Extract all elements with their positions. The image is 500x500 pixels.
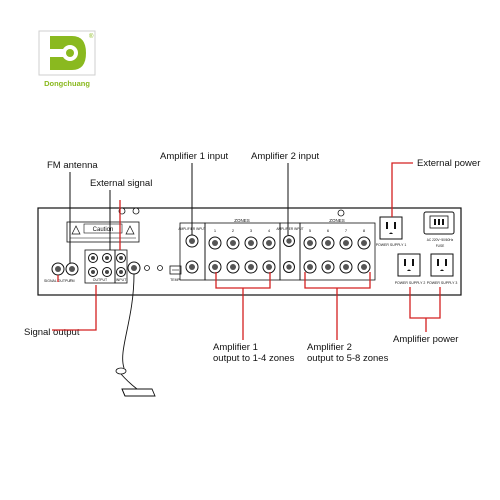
zone-terminal-core — [248, 264, 254, 270]
warning-triangle-icon — [125, 225, 135, 235]
power-outlet-3-icon — [430, 253, 454, 277]
amplifier2-input-box — [279, 222, 301, 281]
zone-terminal-core — [325, 240, 331, 246]
zones-5-8-terminals: 5 6 7 8 — [303, 228, 371, 274]
rear-panel-outline — [37, 207, 462, 296]
amplifier2-output-line2: output to 5-8 zones — [307, 353, 389, 364]
zones-5-8-box — [299, 222, 376, 281]
rca-group — [84, 249, 128, 284]
power-supply-2-panel-text: POWER SUPPLY 2 — [395, 281, 426, 285]
amplifier1-input-label: Amplifier 1 input — [160, 151, 229, 162]
zones-1-4-terminals: 1 2 3 4 — [208, 228, 276, 274]
zones-right-heading: ZONES — [329, 218, 345, 223]
zone-terminal-core — [325, 264, 331, 270]
power-supply-3-panel-text: POWER SUPPLY 3 — [427, 281, 458, 285]
signal-output-label: Signal output — [24, 327, 80, 338]
zone-terminal-core — [307, 264, 313, 270]
amplifier-power-label: Amplifier power — [393, 334, 459, 345]
zone-terminal-core — [266, 264, 272, 270]
zone-number-label: 2 — [232, 228, 235, 233]
leader-lines — [69, 163, 289, 263]
input-panel-text: INPUT — [116, 278, 127, 282]
zone-number-label: 8 — [363, 228, 366, 233]
zone-terminal-core — [248, 240, 254, 246]
amplifier2-output-line1: Amplifier 2 — [307, 342, 352, 353]
temp-panel-text: TEMP — [170, 278, 180, 282]
zone-number-label: 5 — [309, 228, 312, 233]
zone-terminal-core — [212, 264, 218, 270]
external-power-label: External power — [417, 158, 481, 169]
amplifier2-input-label: Amplifier 2 input — [251, 151, 320, 162]
zone-terminal-core — [343, 240, 349, 246]
external-signal-label: External signal — [90, 178, 153, 189]
amplifier2-output-label: Amplifier 2 output to 5-8 zones — [307, 342, 388, 364]
zone-terminal-core — [361, 240, 367, 246]
zone-terminal-core — [212, 240, 218, 246]
fuse-panel-text: FUSE — [436, 244, 445, 248]
logo-wordmark: Dongchuang — [44, 79, 90, 88]
warning-triangle-icon — [71, 225, 81, 235]
zones-left-heading: ZONES — [234, 218, 250, 223]
zone-terminal-core — [266, 240, 272, 246]
zone-terminal-core — [230, 264, 236, 270]
zone-terminal-core — [361, 264, 367, 270]
zone-terminal-core — [307, 240, 313, 246]
dongchuang-logo: ® — [36, 28, 98, 92]
zone-number-label: 1 — [214, 228, 217, 233]
amplifier1-output-line1: Amplifier 1 — [213, 342, 258, 353]
amplifier1-input-box — [179, 222, 206, 281]
caution-plate: Caution — [66, 221, 140, 243]
small-knob-icon — [144, 265, 163, 271]
output-panel-text: OUTPUT — [93, 278, 108, 282]
power-outlet-1-icon — [379, 216, 403, 240]
power-supply-1-panel-text: POWER SUPPLY 1 — [376, 243, 407, 247]
zone-number-label: 3 — [250, 228, 253, 233]
registered-mark: ® — [89, 33, 94, 40]
temp-switch-icon — [169, 265, 182, 275]
amplifier1-output-label: Amplifier 1 output to 1-4 zones — [213, 342, 294, 364]
fm-panel-text: FM — [69, 279, 74, 283]
microphone-icon — [115, 273, 156, 397]
red-callouts — [52, 162, 441, 340]
zone-terminal-core — [343, 264, 349, 270]
ac-input-panel-text: AC 220V~50/60Hz — [427, 238, 454, 242]
amp-input-2-panel-text: AMPLIFIER INPUT — [276, 227, 303, 231]
ac-input-socket-icon — [423, 211, 455, 235]
logo-mark-icon: ® — [38, 30, 96, 76]
power-outlet-2-icon — [397, 253, 421, 277]
amplifier1-output-line2: output to 1-4 zones — [213, 353, 295, 364]
zone-number-label: 7 — [345, 228, 348, 233]
fm-jack-icon — [51, 262, 79, 276]
fm-antenna-label: FM antenna — [47, 160, 98, 171]
rack-screw-icon — [118, 207, 345, 217]
caution-title: Caution — [93, 227, 114, 233]
mic-jack-icon — [127, 261, 141, 275]
zone-number-label: 4 — [268, 228, 271, 233]
zone-terminal-core — [230, 240, 236, 246]
zone-number-label: 6 — [327, 228, 330, 233]
